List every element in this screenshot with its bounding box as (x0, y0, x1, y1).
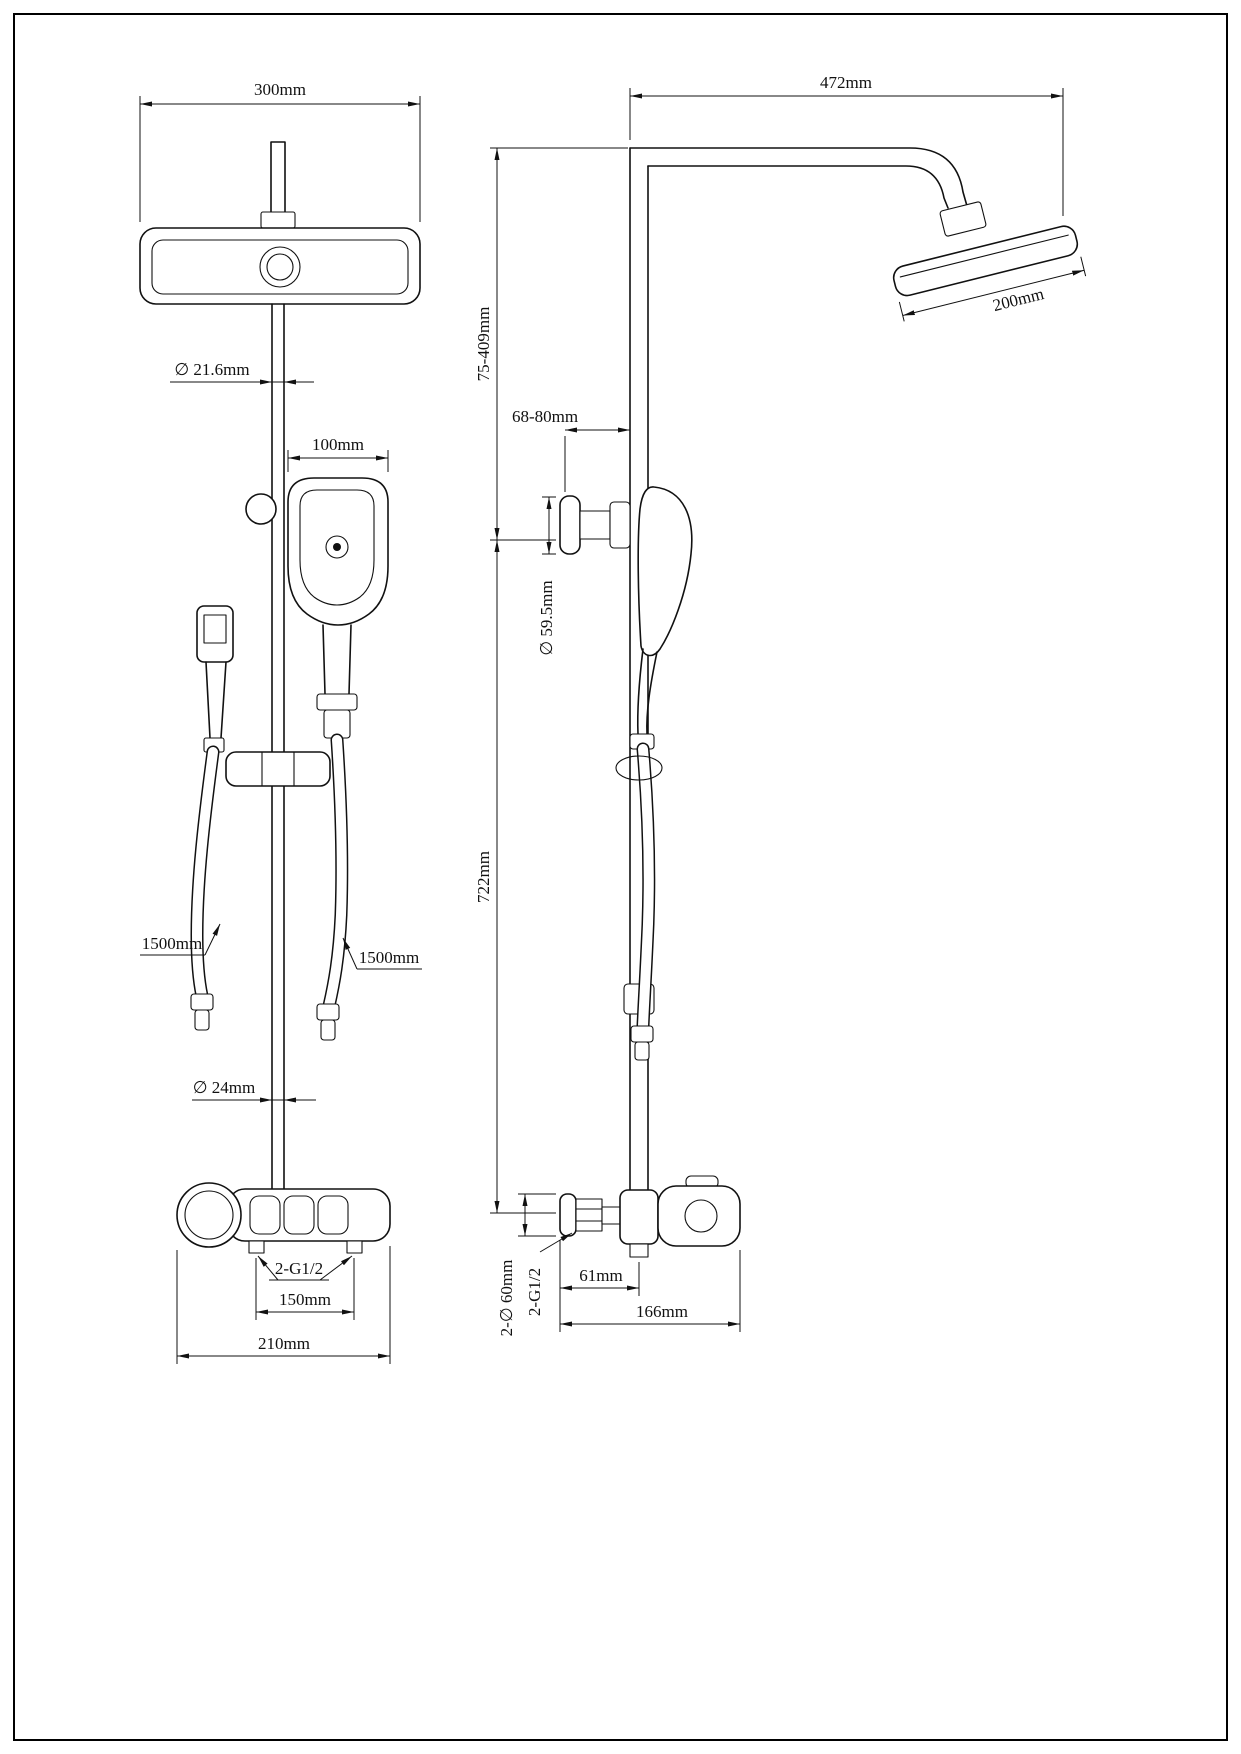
dim-column-length-side: 722mm (474, 540, 556, 1214)
wall-flange (559, 495, 581, 555)
label-hose-right: 1500mm (342, 937, 422, 970)
dim-label-column-length: 722mm (474, 851, 493, 903)
hand-shower-bracket-knob (245, 493, 277, 525)
dim-label-outlet-thread: 2-G1/2 (275, 1259, 323, 1278)
dim-label-head-depth: 200mm (991, 284, 1046, 315)
drawing-border-frame (13, 13, 1228, 1741)
rain-shower-head-side (892, 225, 1079, 297)
dim-label-head-height-range: 75-409mm (474, 307, 493, 382)
label-hose-left: 1500mm (140, 923, 221, 956)
dim-bracket-diameter-side: ∅ 59.5mm (537, 496, 556, 656)
head-connector-nut (939, 201, 987, 237)
mixer-valve-side (559, 1175, 741, 1258)
front-view: 300mm ∅ 21.6mm 100mm (139, 80, 422, 1364)
dim-pipe-offset-side: 61mm (559, 1240, 640, 1332)
dim-inlet-spacing-front: 150mm (255, 1258, 355, 1320)
dim-label-head-width: 300mm (254, 80, 306, 99)
hand-shower-front (245, 477, 389, 739)
riser-pipe-front (271, 303, 285, 1191)
label-outlet-thread-front: 2-G1/2 (257, 1255, 353, 1281)
side-view: 472mm 200mm 75-409mm (474, 73, 1087, 1337)
mixer-valve-front (176, 1182, 391, 1254)
dim-head-width-front: 300mm (139, 80, 421, 222)
label-inlet-thread-side: 2-G1/2 (525, 1232, 573, 1316)
dim-mixer-depth-side: 166mm (560, 1250, 741, 1332)
dim-label-inlet-thread: 2-G1/2 (525, 1268, 544, 1316)
dim-label-pipe-offset: 61mm (579, 1266, 622, 1285)
shower-hose-side (630, 742, 656, 1061)
dim-label-hand-shower-width: 100mm (312, 435, 364, 454)
dim-arm-reach-side: 472mm (629, 73, 1064, 216)
rain-shower-head-front (139, 227, 421, 305)
dim-lower-pipe-diameter-front: ∅ 24mm (192, 1078, 316, 1103)
dim-label-mixer-width: 210mm (258, 1334, 310, 1353)
dim-label-pipe-diameter: ∅ 21.6mm (174, 360, 249, 379)
shower-hoses-front (190, 733, 349, 1041)
dim-pipe-diameter-front: ∅ 21.6mm (170, 360, 314, 385)
wall-escutcheon-side (559, 1193, 577, 1237)
spray-wand-front (196, 605, 234, 753)
dim-label-mixer-depth: 166mm (636, 1302, 688, 1321)
wall-bracket-side (559, 495, 631, 555)
dim-label-hose-left: 1500mm (142, 934, 202, 953)
dim-bracket-offset-side: 68-80mm (512, 407, 630, 492)
dim-head-height-range-side: 75-409mm (474, 147, 628, 541)
hose-guide-ring-side (615, 755, 663, 781)
dim-label-inlet-spacing: 150mm (279, 1290, 331, 1309)
dim-mixer-width-front: 210mm (176, 1246, 391, 1364)
dim-label-escutcheon: 2-∅ 60mm (497, 1260, 516, 1337)
dim-label-bracket-offset: 68-80mm (512, 407, 578, 426)
shower-arm-side (629, 147, 987, 237)
dim-escutcheon-diameter-side: 2-∅ 60mm (497, 1193, 556, 1337)
hand-shower-side (629, 486, 693, 750)
shower-arm-stem-front (260, 141, 296, 229)
dim-hand-shower-width-front: 100mm (287, 435, 389, 472)
slider-clamp-front (225, 751, 331, 787)
dim-label-hose-right: 1500mm (359, 948, 419, 967)
dim-label-arm-reach: 472mm (820, 73, 872, 92)
dim-label-bracket-diameter: ∅ 59.5mm (537, 580, 556, 655)
dim-label-lower-pipe-diameter: ∅ 24mm (193, 1078, 256, 1097)
